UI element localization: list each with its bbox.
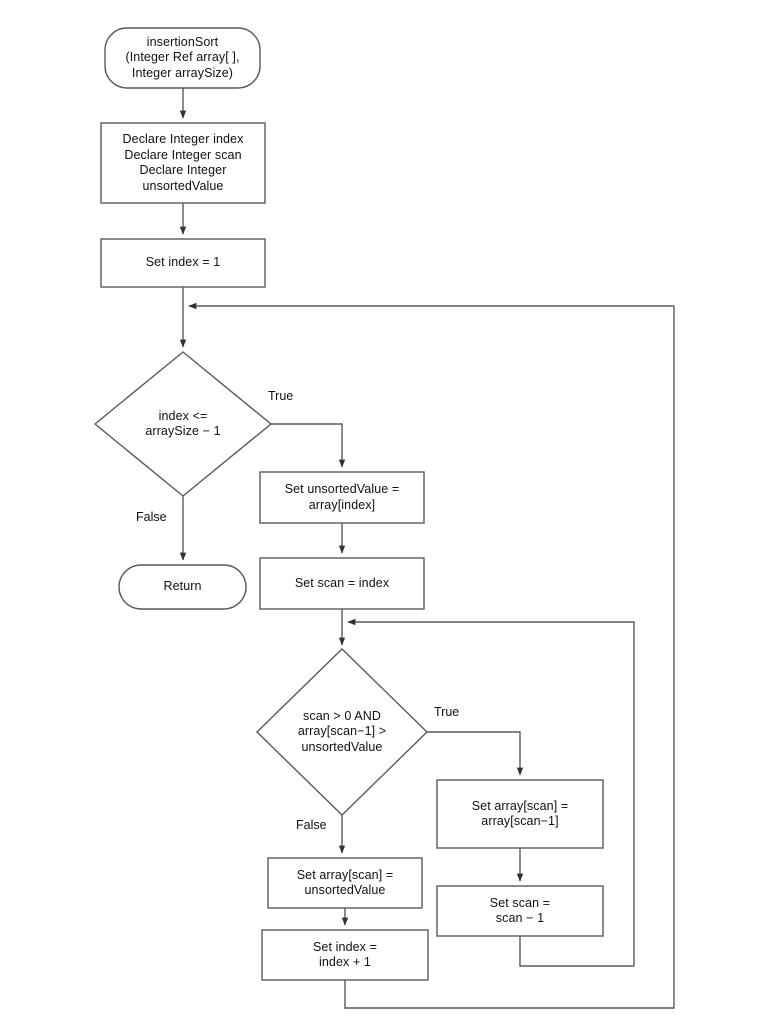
edge-label-outer-false: False — [136, 510, 167, 524]
node-place-unsorted-value — [267, 857, 423, 909]
node-declare — [100, 122, 266, 204]
node-set-unsorted-value — [259, 471, 425, 524]
edge-outer-condition-true-to-unsorted — [271, 423, 346, 468]
edges-layer — [179, 88, 675, 1009]
node-inner-condition — [255, 648, 429, 816]
node-start — [104, 27, 261, 89]
node-set-index-1 — [100, 238, 266, 288]
node-outer-condition — [93, 351, 273, 497]
edge-label-inner-false: False — [296, 818, 327, 832]
edge-inner-condition-true-to-shift — [427, 731, 524, 776]
edge-label-outer-true: True — [268, 389, 294, 403]
edge-decrement-scan-loop-back — [347, 618, 635, 967]
node-increment-index — [261, 929, 429, 981]
node-return — [118, 564, 247, 610]
edge-increment-index-loop-back — [188, 302, 675, 1009]
nodes-layer — [93, 27, 604, 981]
node-decrement-scan — [436, 885, 604, 937]
edge-label-inner-true: True — [434, 705, 460, 719]
node-set-scan-index — [259, 557, 425, 610]
node-shift-element — [436, 779, 604, 849]
